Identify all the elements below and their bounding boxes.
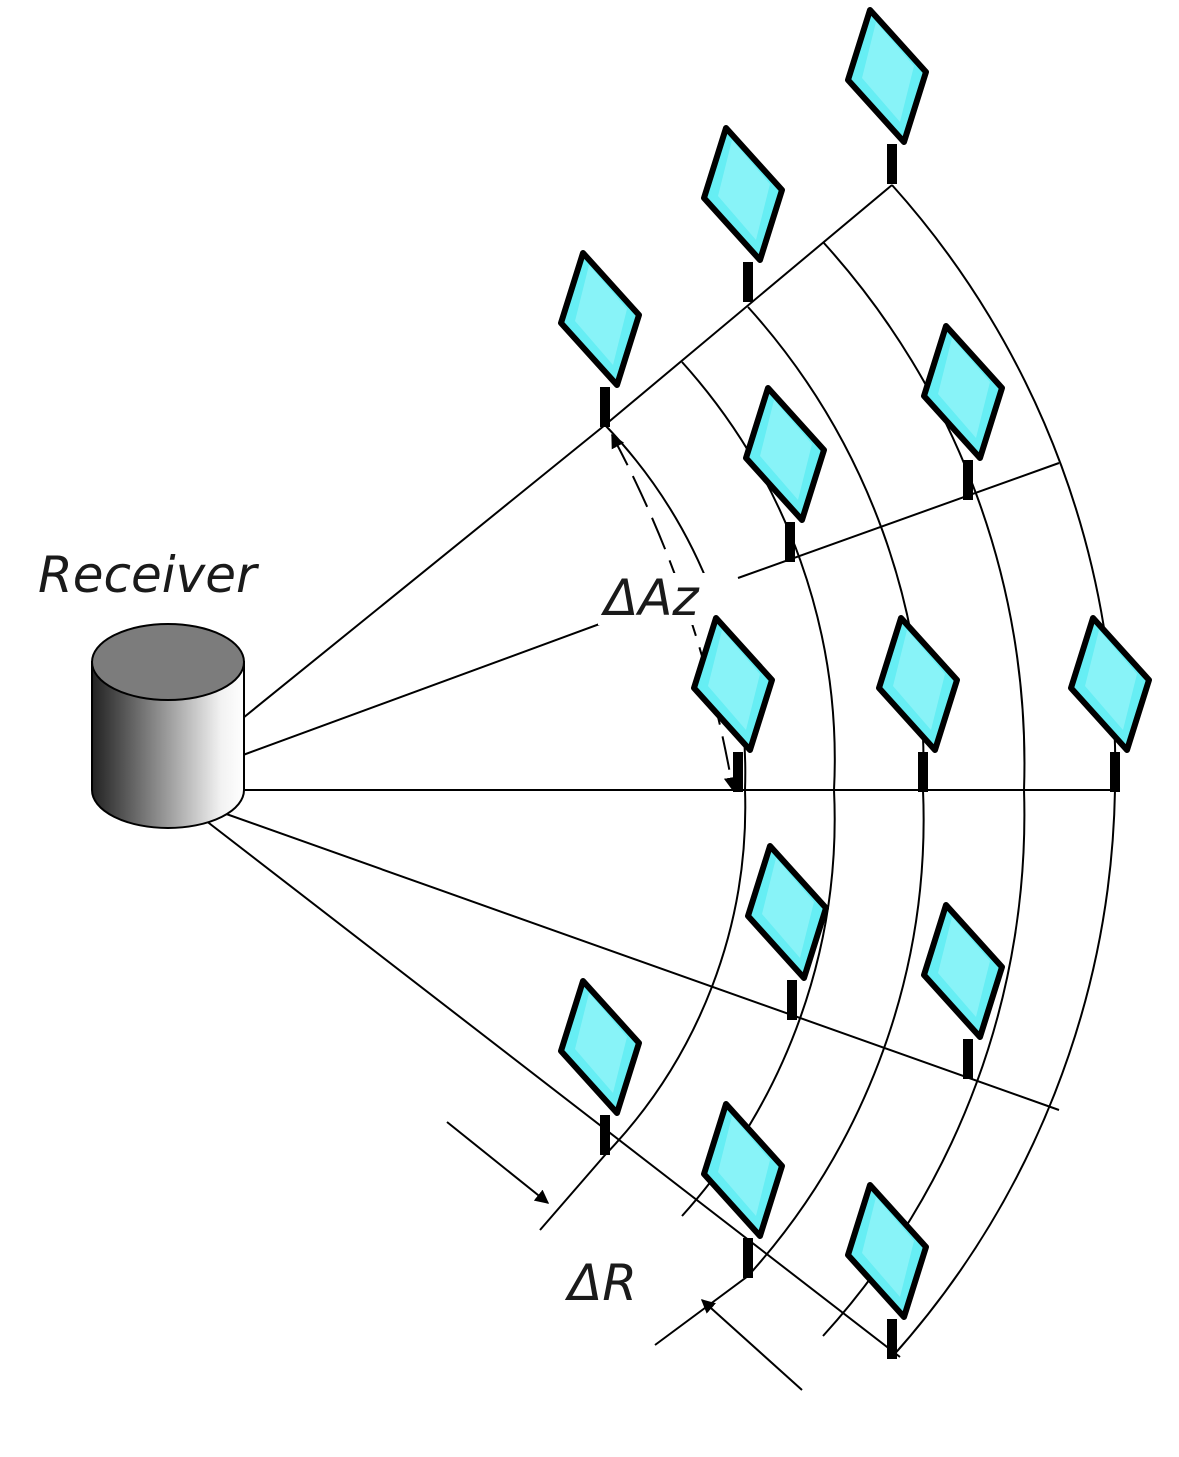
heliostats <box>558 7 1152 1359</box>
heliostat-post <box>743 1238 753 1278</box>
heliostat-mirror-icon <box>1068 615 1152 792</box>
heliostat-post <box>600 387 610 427</box>
heliostat-post <box>743 262 753 302</box>
heliostat-mirror-highlight <box>862 22 914 122</box>
radial-line <box>214 809 1060 1111</box>
heliostat-mirror-icon <box>701 125 785 302</box>
range-arc-1 <box>539 424 747 1231</box>
heliostat-mirror-highlight <box>718 1116 770 1216</box>
delta-az-label-bg <box>598 573 736 625</box>
heliostat-mirror-highlight <box>893 630 945 730</box>
heliostat-mirror-highlight <box>1085 630 1137 730</box>
heliostat-post <box>1110 752 1120 792</box>
heliostat-mirror-highlight <box>762 858 814 958</box>
heliostat-mirror-icon <box>921 323 1005 500</box>
heliostat-mirror-icon <box>558 978 642 1155</box>
heliostat-post <box>787 980 797 1020</box>
heliostat-mirror-icon <box>845 7 929 184</box>
heliostat-mirror-highlight <box>718 140 770 240</box>
heliostat-post <box>733 752 743 792</box>
delta-r-arrow-in <box>446 1121 550 1204</box>
heliostat-mirror-icon <box>691 615 775 792</box>
delta-r-label: ΔR <box>564 1254 637 1312</box>
heliostat-mirror-icon <box>921 902 1005 1079</box>
heliostat-mirror-icon <box>701 1101 785 1278</box>
heliostat-mirror-highlight <box>862 1197 914 1297</box>
heliostat-post <box>785 522 795 562</box>
heliostat-mirror-icon <box>845 1182 929 1359</box>
heliostat-mirror-icon <box>876 615 960 792</box>
heliostat-mirror-highlight <box>938 917 990 1017</box>
heliostat-post <box>600 1115 610 1155</box>
heliostat-mirror-highlight <box>708 630 760 730</box>
heliostat-post <box>887 144 897 184</box>
heliostat-post <box>887 1319 897 1359</box>
radial-line <box>604 184 893 426</box>
heliostat-mirror-highlight <box>760 400 812 500</box>
radial-line <box>242 424 606 719</box>
heliostat-mirror-icon <box>743 385 827 562</box>
heliostat-mirror-icon <box>745 843 829 1020</box>
radial-line <box>204 819 901 1358</box>
radial-line <box>242 621 606 756</box>
heliostat-post <box>918 752 928 792</box>
heliostat-post <box>963 1039 973 1079</box>
delta-az-label: ΔAz <box>600 569 700 627</box>
heliostat-mirror-icon <box>558 250 642 427</box>
receiver-cylinder-icon <box>91 623 245 829</box>
heliostat-mirror-highlight <box>938 338 990 438</box>
delta-r-arrow-out <box>700 1299 803 1391</box>
delta-az-indicator: ΔAz <box>598 433 738 792</box>
heliostat-mirror-highlight <box>575 265 627 365</box>
receiver-label: Receiver <box>38 546 260 604</box>
heliostat-mirror-highlight <box>575 993 627 1093</box>
delta-r-indicator <box>446 1121 803 1391</box>
heliostat-post <box>963 460 973 500</box>
